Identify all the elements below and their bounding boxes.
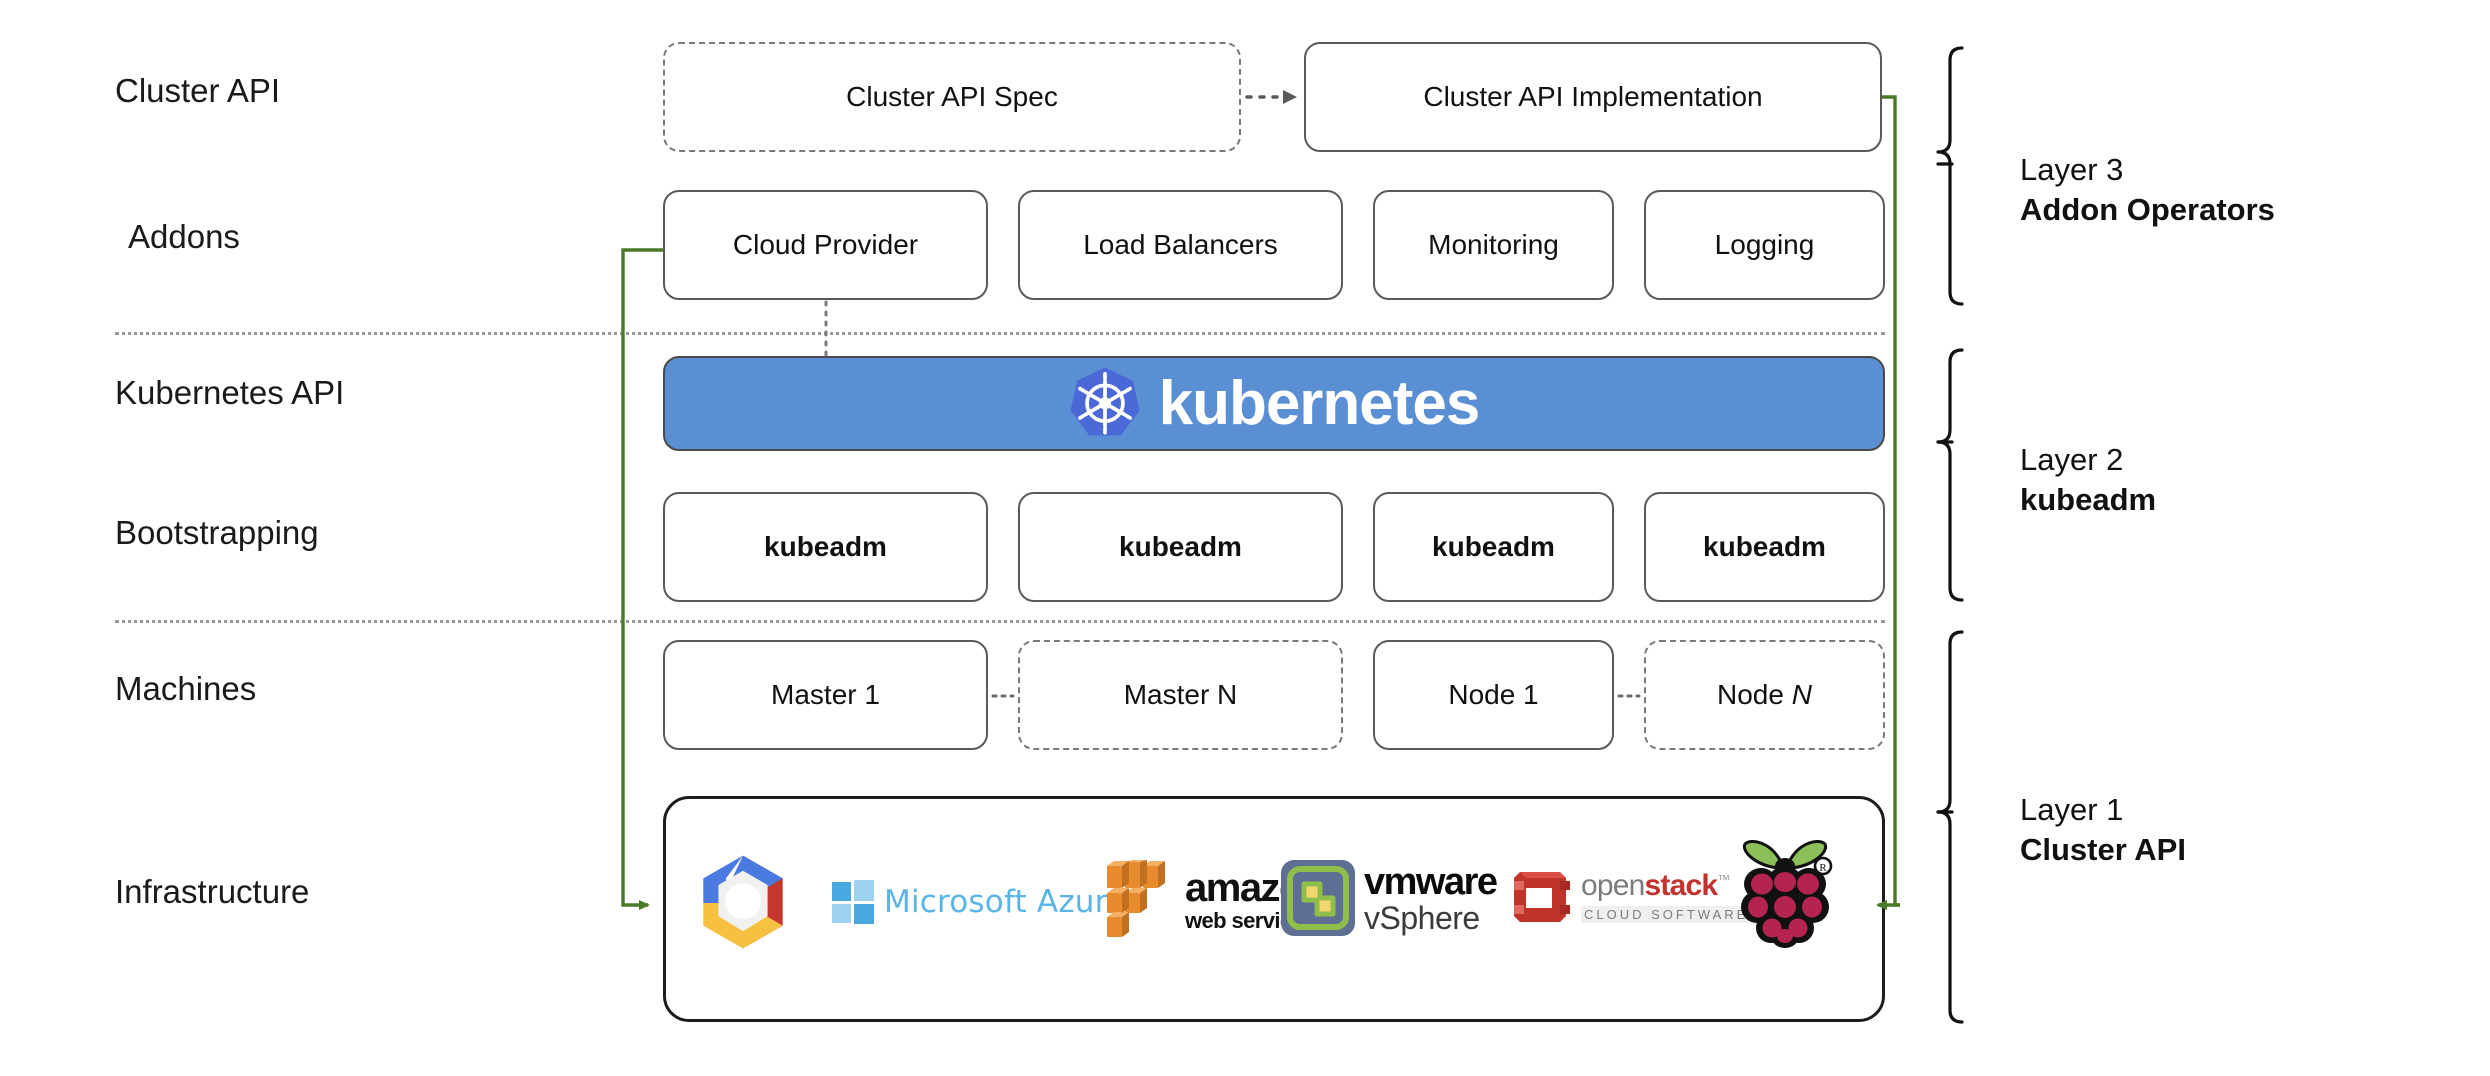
row-label-cluster-api: Cluster API — [115, 72, 281, 109]
addon-box-cloud-provider[interactable]: Cloud Provider — [663, 190, 988, 300]
kubeadm-label-1: kubeadm — [764, 531, 887, 562]
kubeadm-label-2: kubeadm — [1119, 531, 1242, 562]
openstack-wordmark: openstack™ CLOUD SOFTWARE — [1581, 871, 1752, 923]
green-arrow-cloud-provider-to-infrastructure — [621, 248, 663, 910]
provider-microsoft-azure[interactable]: Microsoft Azure — [832, 880, 1126, 924]
bracket-layer-2 — [1936, 348, 1964, 602]
addon-label-monitoring: Monitoring — [1428, 229, 1559, 260]
machine-label-master-1: Master 1 — [771, 679, 880, 710]
row-label-addons: Addons — [128, 218, 240, 255]
layer-separator-upper — [115, 332, 1885, 335]
vmware-icon — [1280, 858, 1356, 938]
addon-box-logging[interactable]: Logging — [1644, 190, 1885, 300]
machine-label-node-1: Node 1 — [1448, 679, 1539, 710]
kubeadm-box-2[interactable]: kubeadm — [1018, 492, 1343, 602]
provider-vmware-vsphere[interactable]: vmware vSphere — [1280, 858, 1498, 938]
layer-separator-lower — [115, 620, 1885, 623]
layer-2-number: Layer 2 — [2020, 442, 2124, 477]
layer-1-name: Cluster API — [2020, 831, 2186, 867]
raspberry-pi-icon: R — [1735, 832, 1835, 948]
addon-label-cloud-provider: Cloud Provider — [732, 229, 919, 260]
svg-text:R: R — [1819, 862, 1827, 874]
addon-box-monitoring[interactable]: Monitoring — [1373, 190, 1614, 300]
machine-box-master-1[interactable]: Master 1 — [663, 640, 988, 750]
vsphere-label: vSphere — [1364, 899, 1480, 936]
kubernetes-banner[interactable]: kubernetes — [663, 356, 1885, 451]
bracket-layer-1 — [1936, 630, 1964, 1024]
bracket-layer-3 — [1936, 46, 1964, 306]
openstack-title: openstack™ — [1581, 871, 1751, 901]
google-cloud-icon — [695, 850, 791, 954]
layer-3-name: Addon Operators — [2020, 191, 2275, 227]
row-label-infrastructure: Infrastructure — [115, 873, 310, 910]
cluster-api-spec-label: Cluster API Spec — [846, 81, 1058, 112]
openstack-tm: ™ — [1717, 872, 1730, 887]
vmware-wordmark: vmware vSphere — [1364, 860, 1498, 936]
kubeadm-box-3[interactable]: kubeadm — [1373, 492, 1614, 602]
kubernetes-logo-icon — [1069, 366, 1141, 442]
addon-label-logging: Logging — [1714, 229, 1815, 260]
machine-box-node-n[interactable]: Node N — [1644, 640, 1885, 750]
machine-box-node-1[interactable]: Node 1 — [1373, 640, 1614, 750]
provider-google-cloud[interactable] — [695, 850, 791, 954]
kubeadm-box-1[interactable]: kubeadm — [663, 492, 988, 602]
cluster-api-implementation-label: Cluster API Implementation — [1423, 81, 1763, 112]
kubeadm-label-3: kubeadm — [1432, 531, 1555, 562]
openstack-open-label: open — [1581, 869, 1645, 902]
openstack-icon — [1512, 864, 1574, 930]
machine-label-master-n: Master N — [1123, 679, 1238, 710]
machine-label-node-n-italic: N — [1791, 679, 1812, 710]
openstack-subtitle: CLOUD SOFTWARE — [1581, 906, 1752, 923]
layer-2-name: kubeadm — [2020, 481, 2157, 517]
addon-box-load-balancers[interactable]: Load Balancers — [1018, 190, 1343, 300]
vmware-label: vmware — [1364, 860, 1498, 903]
row-label-machines: Machines — [115, 670, 257, 707]
provider-openstack[interactable]: openstack™ CLOUD SOFTWARE — [1512, 864, 1752, 930]
row-label-kubernetes-api: Kubernetes API — [115, 374, 345, 411]
machine-label-node-n-prefix: Node — [1717, 679, 1792, 710]
layer-2-label: Layer 2 kubeadm — [2020, 440, 2156, 519]
openstack-stack-label: stack — [1644, 869, 1719, 902]
layer-3-number: Layer 3 — [2020, 152, 2124, 187]
kubeadm-box-4[interactable]: kubeadm — [1644, 492, 1885, 602]
kubeadm-label-4: kubeadm — [1703, 531, 1826, 562]
microsoft-azure-label: Microsoft Azure — [884, 884, 1127, 920]
cluster-api-implementation-box[interactable]: Cluster API Implementation — [1304, 42, 1882, 152]
provider-raspberry-pi[interactable]: R — [1735, 832, 1835, 948]
layer-1-label: Layer 1 Cluster API — [2020, 790, 2186, 869]
machine-label-node-n: Node N — [1717, 679, 1812, 711]
kubernetes-wordmark: kubernetes — [1158, 368, 1481, 438]
row-label-bootstrapping: Bootstrapping — [115, 514, 319, 551]
addon-label-load-balancers: Load Balancers — [1083, 229, 1278, 260]
machine-box-master-n[interactable]: Master N — [1018, 640, 1343, 750]
cluster-api-spec-box[interactable]: Cluster API Spec — [663, 42, 1241, 152]
aws-icon — [1105, 860, 1183, 940]
layer-3-label: Layer 3 Addon Operators — [2020, 150, 2275, 229]
layer-1-number: Layer 1 — [2020, 792, 2124, 827]
microsoft-azure-icon — [832, 880, 876, 924]
